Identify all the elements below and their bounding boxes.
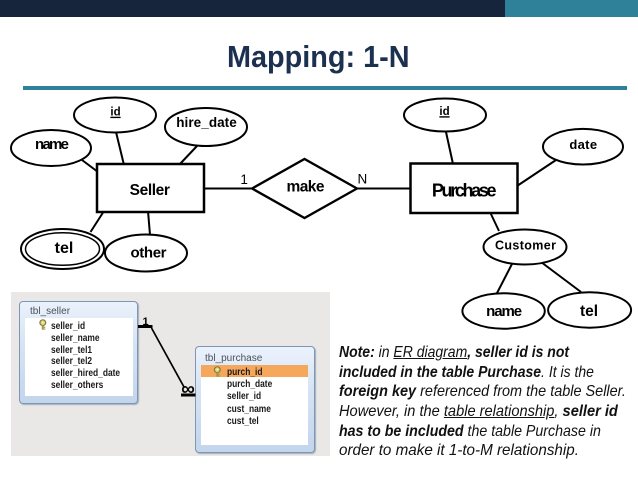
svg-text:Seller: Seller — [130, 182, 170, 199]
svg-text:1: 1 — [142, 316, 148, 328]
svg-text:Purchase: Purchase — [432, 181, 497, 201]
svg-text:id: id — [110, 107, 120, 119]
svg-text:date: date — [569, 137, 597, 152]
svg-text:Customer: Customer — [495, 239, 556, 253]
svg-text:name: name — [486, 303, 522, 320]
svg-text:N: N — [358, 172, 368, 187]
svg-text:name: name — [35, 136, 69, 153]
svg-text:id: id — [439, 106, 449, 118]
svg-text:other: other — [131, 245, 167, 262]
svg-text:make: make — [287, 178, 325, 195]
svg-text:∞: ∞ — [181, 379, 195, 400]
svg-text:tel: tel — [580, 303, 598, 320]
svg-text:1: 1 — [240, 172, 248, 187]
svg-text:hire_date: hire_date — [176, 115, 237, 130]
svg-text:tel: tel — [55, 240, 74, 257]
